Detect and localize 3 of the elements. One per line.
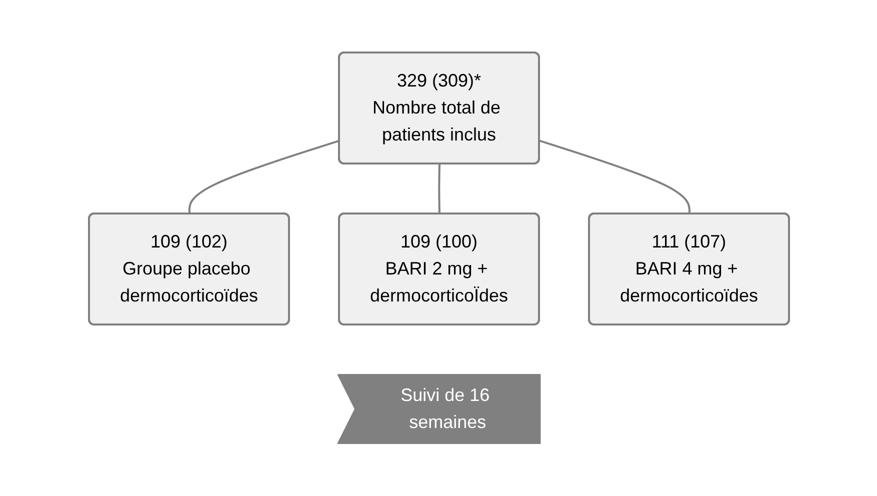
connector: [188, 140, 340, 214]
connector: [438, 164, 440, 214]
connector: [538, 140, 690, 214]
